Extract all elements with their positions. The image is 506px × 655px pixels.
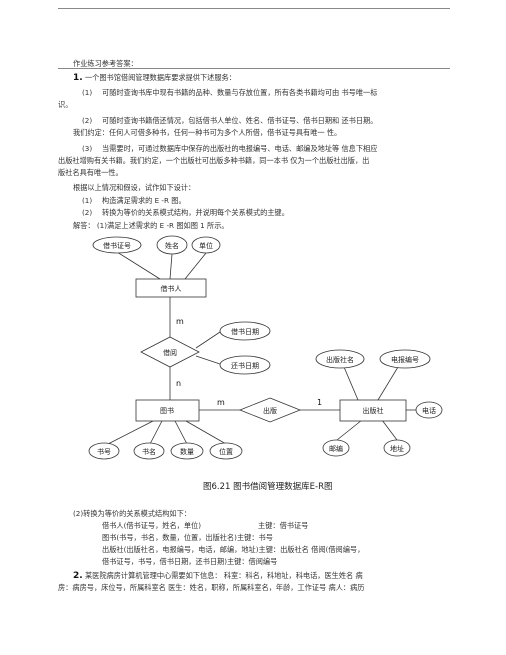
relationship-borrow-label: 借阅 [163,348,177,357]
attr-publisher-name [315,349,365,369]
q1-intro: 一个图书馆借阅管理数据库要求提供下述服务： [84,73,236,82]
q1-r1-line1: 可随时查询书库中现有书籍的品种、数量与存放位置，所有各类书籍均可由 书号唯一标 [102,88,378,97]
q1-d2: 转换为等价的关系模式结构，并说明每个关系模式的主键。 [102,208,289,217]
card-book-n: n [176,379,181,388]
attr-book-location [209,442,243,460]
attr-borrower-name [156,235,188,255]
link-book-location [185,420,227,445]
attr-borrower-unit-label: 单位 [199,241,213,250]
link-pub-name [343,366,359,401]
entity-borrower [135,278,207,298]
entity-book-label: 图书 [160,406,174,415]
attr-borrower-card-no [92,236,142,254]
attr-address-label: 地址 [390,444,404,453]
q1-r1-label: (1) [82,88,93,97]
attr-zip-label: 邮编 [329,444,343,453]
card-borrower-m: m [176,317,184,326]
q1-intro-line: 1. 一个图书馆借阅管理数据库要求提供下述服务： [73,73,236,83]
attr-book-no-label: 书号 [97,447,111,456]
attr-book-title [133,442,165,460]
link-borrower-name [169,253,173,280]
entity-publisher [339,399,407,422]
link-zip [336,419,363,441]
attr-phone [415,401,443,419]
attr-book-quantity-label: 数量 [180,447,194,456]
q1-r2-label: (2) [82,116,93,125]
heading-rule [58,68,450,69]
attr-borrow-date [219,321,271,341]
relation-publisher: 出版社(出版社名，电报编号，电话，邮编，地址)主键：出版社名 借阅(借阅编号， [102,545,365,554]
link-address [381,419,398,441]
figure-caption: 图6.21 图书借阅管理数据库E-R图 [203,481,332,492]
q1-d2-label: (2) [82,208,93,217]
entity-publisher-label: 出版社 [363,406,384,415]
attr-return-date-label: 还书日期 [231,361,259,370]
attr-address [383,439,411,457]
q1-r1-line2: 识。 [58,100,73,109]
attr-borrow-date-label: 借书日期 [231,327,259,336]
attr-borrower-card-no-label: 借书证号 [103,241,131,250]
relation-borrower: 借书人(借书证号，姓名，单位) [102,521,202,530]
heading: 作业练习参考答案： [73,59,138,68]
q1-answer: 解答： (1)满足上述需求的 E -R 图如图 1 所示。 [73,221,229,230]
entity-book [135,399,200,422]
link-telegram [377,366,399,401]
link-borrower-unit [184,252,207,280]
q1-r3-label: (3) [82,144,93,153]
link-return-date [195,355,221,365]
q1-r3-line1: 当需要时，可通过数据库中保存的出版社的电报编号、电话、邮编及地址等 信息下相应 [102,144,378,153]
q1-r3-line3: 版社名具有唯一性。 [58,168,123,177]
q1-number: 1. [73,73,83,83]
relationship-borrow [140,336,200,368]
relationship-publish-label: 出版 [263,406,277,415]
q1-d1-label: (1) [82,196,93,205]
q2-line2: 房：病房号，床位号，所属科室名 医生：姓名，职称，所属科室名，年龄，工作证号 病… [58,583,365,592]
relation-borrow: 借书证号，书号，借书日期，还书日期)主键：借阅编号 [102,557,278,566]
link-borrower-card [116,251,161,280]
attr-publisher-name-label: 出版社名 [326,355,354,364]
entity-borrower-label: 借书人 [161,284,182,293]
q1-d1: 构造满足需求的 E -R 图。 [102,196,186,205]
attr-book-title-label: 书名 [142,447,156,456]
attr-borrower-name-label: 姓名 [165,241,179,250]
card-publisher-1: 1 [317,398,322,407]
attr-book-no [88,442,120,460]
top-rule [58,8,450,9]
link-book-no [107,420,154,445]
attr-book-location-label: 位置 [219,447,233,456]
attr-telegram-no [379,349,431,369]
card-book-m: m [217,398,225,407]
link-book-title [149,420,163,445]
link-book-qty [174,420,188,445]
attr-borrower-unit [191,236,221,254]
attr-book-quantity [170,442,204,460]
link-borrow-date [195,331,221,349]
attr-zip [322,439,350,457]
attr-return-date [219,355,271,375]
q2-line1: 某医院病房计算机管理中心需要如下信息： 科室：科名，科地址，科电话，医生姓名 病 [84,571,363,580]
q1-r2-line2: 我们约定：任何人可借多种书，任何一种书可为多个人所借，借书证号具有唯一 性。 [73,128,342,137]
q2-number: 2. [73,571,83,581]
relationship-publish [238,397,302,423]
q1-r3-line2: 出版社增购有关书籍。我们约定，一个出版社可出版多种书籍，同一本书 仅为一个出版社… [58,156,370,165]
attr-phone-label: 电话 [422,406,436,415]
relation-borrower-key: 主键：借书证号 [258,521,309,530]
q1-r2-line1: 可随时查询书籍借还情况，包括借书人单位、姓名、借书证号、借书日期和 还书日期。 [102,116,378,125]
relations-intro: (2)转换为等价的关系模式结构如下： [73,509,191,518]
q2-line1-row: 2. 某医院病房计算机管理中心需要如下信息： 科室：科名，科地址，科电话，医生姓… [73,571,363,581]
attr-telegram-no-label: 电报编号 [391,355,419,364]
q1-design: 根据以上情况和假设，试作如下设计： [73,183,196,192]
relation-book: 图书(书号，书名，数量，位置，出版社名)主键：书号 [102,533,273,542]
